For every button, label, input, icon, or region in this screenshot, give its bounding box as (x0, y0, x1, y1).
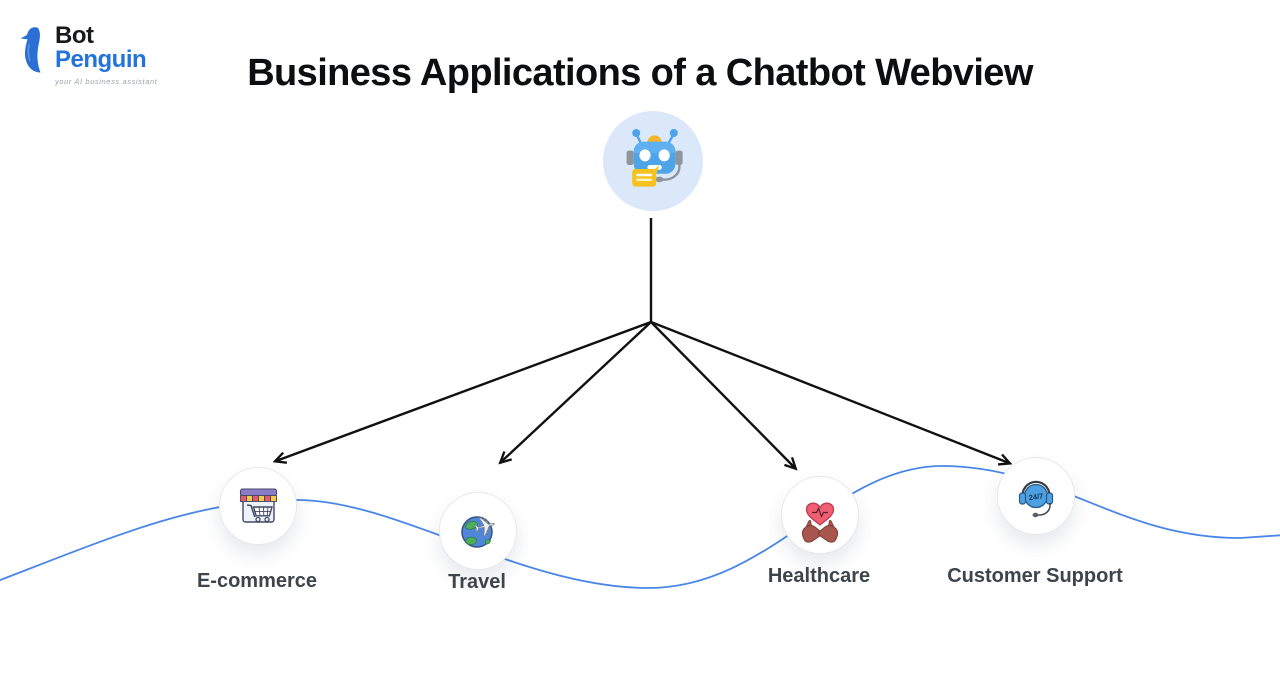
node-ecommerce (219, 467, 297, 545)
arrow-to-ecommerce (276, 320, 652, 461)
node-label-customer-support: Customer Support (947, 565, 1123, 587)
node-label-travel: Travel (448, 571, 506, 593)
globe-airplane-icon: ✈ (461, 509, 500, 548)
logo-brand-bottom: Penguin (55, 46, 147, 74)
arrow-to-customer-support (650, 320, 1009, 463)
arrow-to-healthcare (650, 321, 795, 468)
logo-brand-top: Bot (55, 22, 94, 49)
botpenguin-logo: Bot Penguin your AI business assistant (14, 22, 158, 86)
chatbot-hub-node (603, 111, 703, 211)
page-title: Business Applications of a Chatbot Webvi… (247, 52, 1033, 95)
arrow-to-travel (501, 321, 652, 462)
headset-icon: 24/7 (1018, 480, 1054, 518)
node-healthcare (781, 476, 859, 554)
chatbot-robot-icon (626, 129, 683, 187)
storefront-cart-icon (239, 488, 278, 523)
node-label-healthcare: Healthcare (767, 565, 871, 587)
node-travel: ✈ (439, 492, 517, 570)
badge-24-7: 24/7 (1028, 491, 1044, 502)
penguin-icon (20, 27, 41, 73)
hands-heart-icon (801, 502, 839, 543)
node-customer-support: 24/7 (997, 457, 1075, 535)
node-label-ecommerce: E-commerce (196, 570, 318, 592)
logo-tagline: your AI business assistant (55, 76, 158, 86)
